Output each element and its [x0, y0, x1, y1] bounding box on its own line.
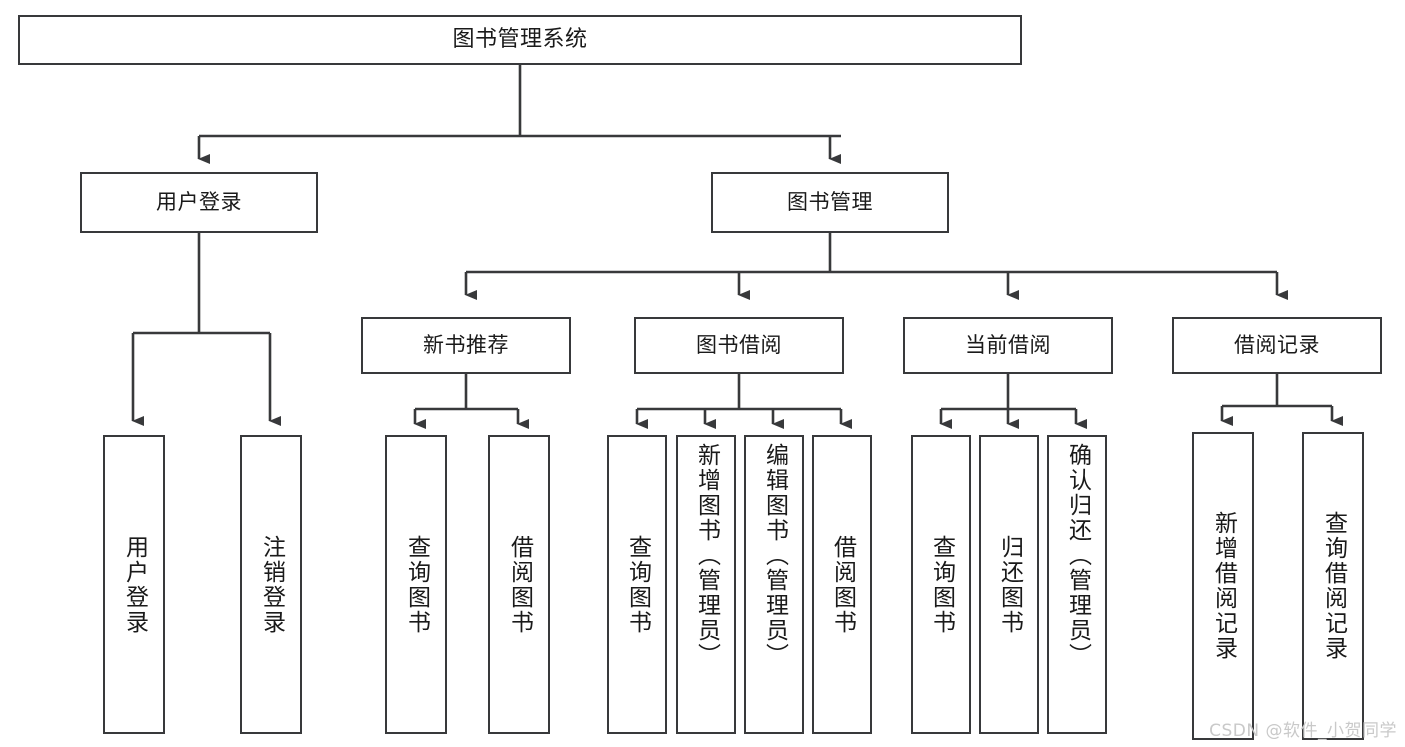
- node-leaf-return-book-label: 归还图书: [996, 534, 1023, 635]
- node-leaf-user-login[interactable]: 用户登录: [103, 435, 165, 734]
- node-leaf-logout-login-label: 注销登录: [258, 534, 285, 635]
- node-current-borrow[interactable]: 当前借阅: [903, 317, 1113, 374]
- node-new-book-recommend[interactable]: 新书推荐: [361, 317, 571, 374]
- node-leaf-query-book-3-label: 查询图书: [928, 534, 955, 635]
- node-leaf-confirm-return[interactable]: 确认归还（管理员）: [1047, 435, 1107, 734]
- node-current-borrow-label: 当前借阅: [965, 333, 1051, 358]
- node-root[interactable]: 图书管理系统: [18, 15, 1022, 65]
- watermark-text: CSDN @软件_小贺同学: [1209, 721, 1397, 741]
- node-root-label: 图书管理系统: [452, 27, 588, 53]
- node-leaf-query-record-label: 查询借阅记录: [1320, 511, 1347, 661]
- node-leaf-add-record[interactable]: 新增借阅记录: [1192, 432, 1254, 740]
- node-leaf-query-book-2-label: 查询图书: [624, 534, 651, 635]
- node-leaf-user-login-label: 用户登录: [121, 534, 148, 635]
- node-leaf-query-book-3[interactable]: 查询图书: [911, 435, 971, 734]
- node-leaf-query-book-1[interactable]: 查询图书: [385, 435, 447, 734]
- node-leaf-query-record[interactable]: 查询借阅记录: [1302, 432, 1364, 740]
- node-book-borrow[interactable]: 图书借阅: [634, 317, 844, 374]
- node-leaf-add-book-label: 新增图书（管理员）: [693, 443, 720, 668]
- node-leaf-add-record-label: 新增借阅记录: [1210, 511, 1237, 661]
- node-leaf-return-book[interactable]: 归还图书: [979, 435, 1039, 734]
- node-book-borrow-label: 图书借阅: [696, 333, 782, 358]
- node-leaf-query-book-2[interactable]: 查询图书: [607, 435, 667, 734]
- node-user-login-label: 用户登录: [156, 190, 242, 215]
- node-leaf-query-book-1-label: 查询图书: [403, 534, 430, 635]
- node-leaf-borrow-book-1-label: 借阅图书: [506, 534, 533, 635]
- node-new-book-recommend-label: 新书推荐: [423, 333, 509, 358]
- node-user-login[interactable]: 用户登录: [80, 172, 318, 233]
- node-leaf-borrow-book-2-label: 借阅图书: [829, 534, 856, 635]
- node-book-management[interactable]: 图书管理: [711, 172, 949, 233]
- node-leaf-edit-book-label: 编辑图书（管理员）: [761, 443, 788, 668]
- node-leaf-edit-book[interactable]: 编辑图书（管理员）: [744, 435, 804, 734]
- node-leaf-borrow-book-2[interactable]: 借阅图书: [812, 435, 872, 734]
- node-leaf-confirm-return-label: 确认归还（管理员）: [1064, 443, 1091, 668]
- node-leaf-borrow-book-1[interactable]: 借阅图书: [488, 435, 550, 734]
- node-book-management-label: 图书管理: [787, 190, 873, 215]
- node-leaf-add-book[interactable]: 新增图书（管理员）: [676, 435, 736, 734]
- node-borrow-record[interactable]: 借阅记录: [1172, 317, 1382, 374]
- node-borrow-record-label: 借阅记录: [1234, 333, 1320, 358]
- node-leaf-logout-login[interactable]: 注销登录: [240, 435, 302, 734]
